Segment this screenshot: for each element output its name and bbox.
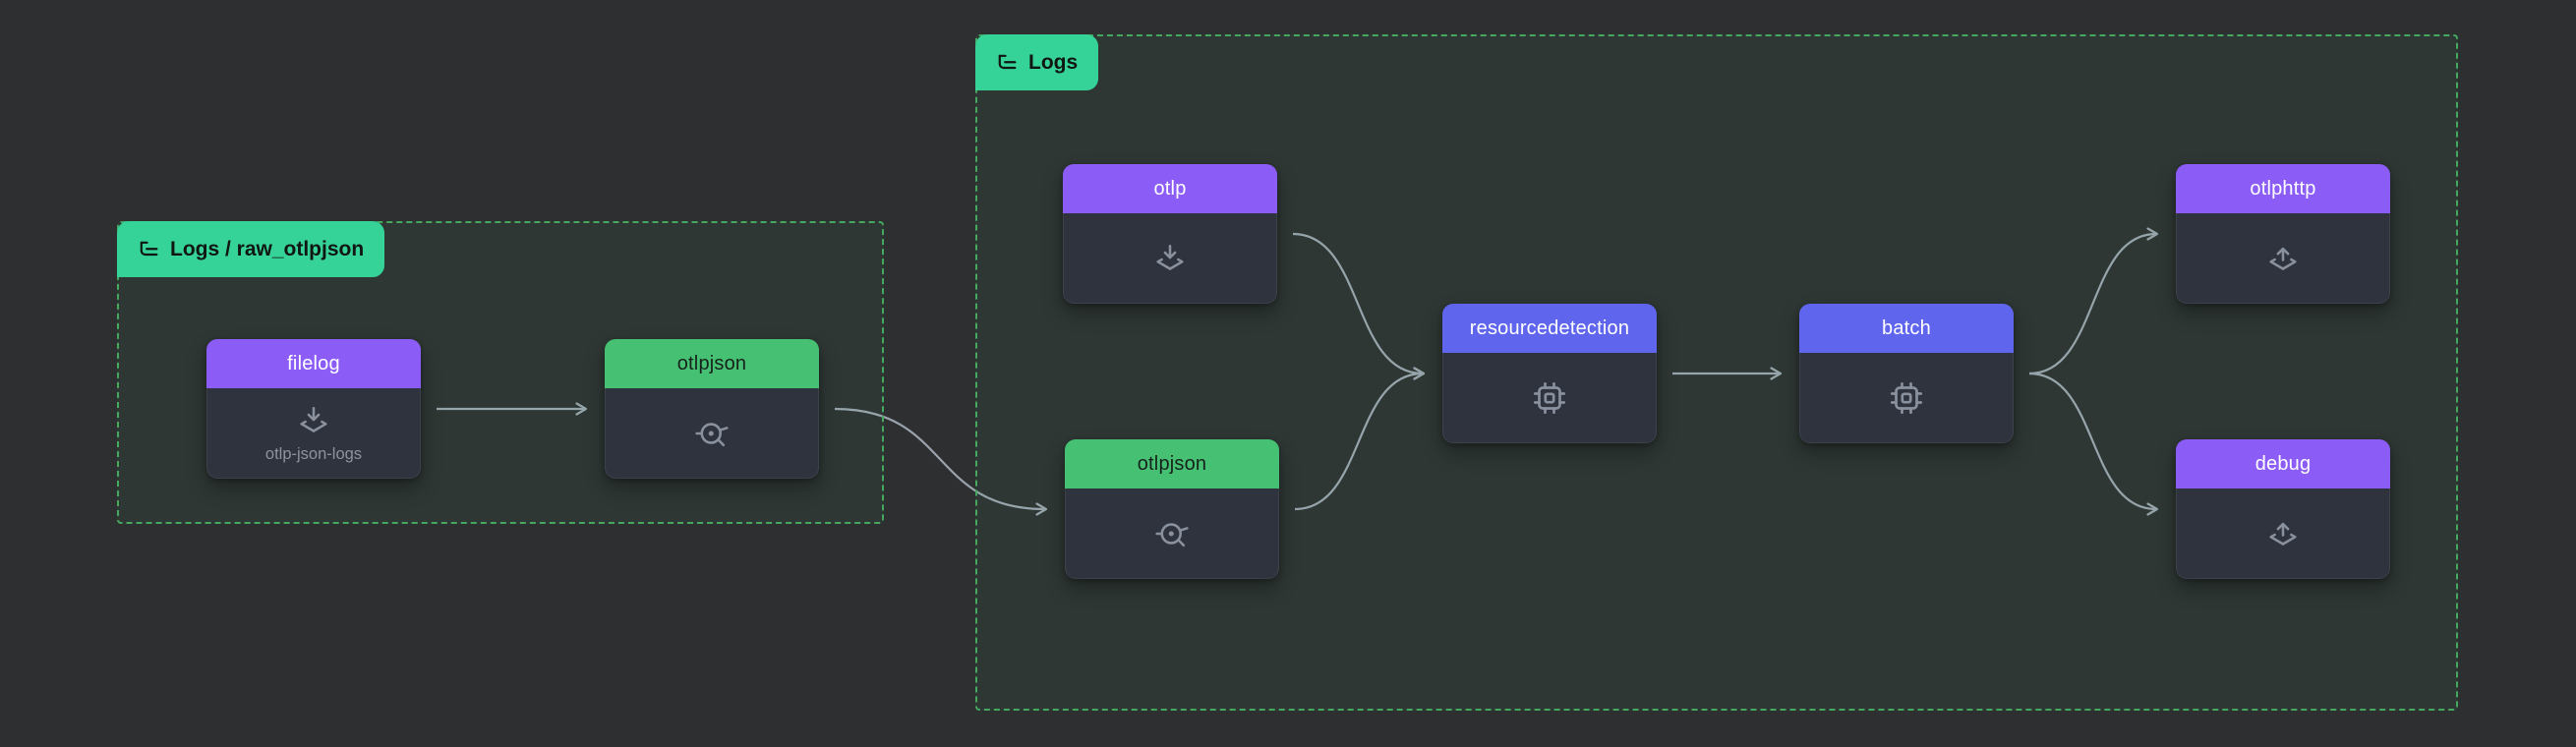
receiver-icon — [296, 403, 331, 438]
node-body — [605, 388, 819, 479]
node-batch[interactable]: batch — [1799, 304, 2014, 443]
node-label: otlpjson — [676, 352, 747, 374]
node-resourcedetection[interactable]: resourcedetection — [1442, 304, 1657, 443]
node-header: otlp — [1063, 164, 1277, 213]
node-header: otlpjson — [1065, 439, 1279, 488]
node-header: otlpjson — [605, 339, 819, 388]
node-label: otlp — [1153, 177, 1187, 200]
node-label: batch — [1882, 316, 1931, 339]
list-tree-icon — [996, 51, 1019, 74]
node-otlpjson-raw[interactable]: otlpjson — [605, 339, 819, 479]
node-label: filelog — [287, 352, 340, 374]
node-otlphttp[interactable]: otlphttp — [2176, 164, 2390, 304]
node-subtitle: otlp-json-logs — [264, 445, 363, 464]
node-body — [1065, 488, 1279, 579]
node-otlpjson[interactable]: otlpjson — [1065, 439, 1279, 579]
processor-icon — [1532, 380, 1567, 416]
node-body — [2176, 488, 2390, 579]
node-label: resourcedetection — [1469, 316, 1630, 339]
receiver-icon — [1152, 241, 1188, 276]
pipeline-group-label: Logs — [1028, 50, 1079, 74]
node-header: otlphttp — [2176, 164, 2390, 213]
exporter-icon — [2265, 516, 2301, 551]
pipeline-group-label: Logs / raw_otlpjson — [170, 237, 365, 260]
exporter-icon — [2265, 241, 2301, 276]
node-debug[interactable]: debug — [2176, 439, 2390, 579]
node-body — [1063, 213, 1277, 304]
pipeline-group-tag: Logs — [975, 34, 1099, 90]
node-body — [1799, 353, 2014, 443]
node-label: otlphttp — [2250, 177, 2316, 200]
node-header: resourcedetection — [1442, 304, 1657, 353]
node-body — [2176, 213, 2390, 304]
connector-icon — [694, 416, 730, 451]
pipeline-group-tag: Logs / raw_otlpjson — [117, 221, 385, 277]
node-filelog[interactable]: filelog otlp-json-logs — [206, 339, 421, 479]
node-header: batch — [1799, 304, 2014, 353]
connector-icon — [1154, 516, 1190, 551]
pipeline-group-logs: Logs — [975, 34, 2458, 711]
node-header: debug — [2176, 439, 2390, 488]
list-tree-icon — [138, 238, 160, 260]
node-otlp[interactable]: otlp — [1063, 164, 1277, 304]
processor-icon — [1889, 380, 1924, 416]
node-body: otlp-json-logs — [206, 388, 421, 479]
node-header: filelog — [206, 339, 421, 388]
node-body — [1442, 353, 1657, 443]
node-label: otlpjson — [1137, 452, 1207, 475]
node-label: debug — [2254, 452, 2312, 475]
